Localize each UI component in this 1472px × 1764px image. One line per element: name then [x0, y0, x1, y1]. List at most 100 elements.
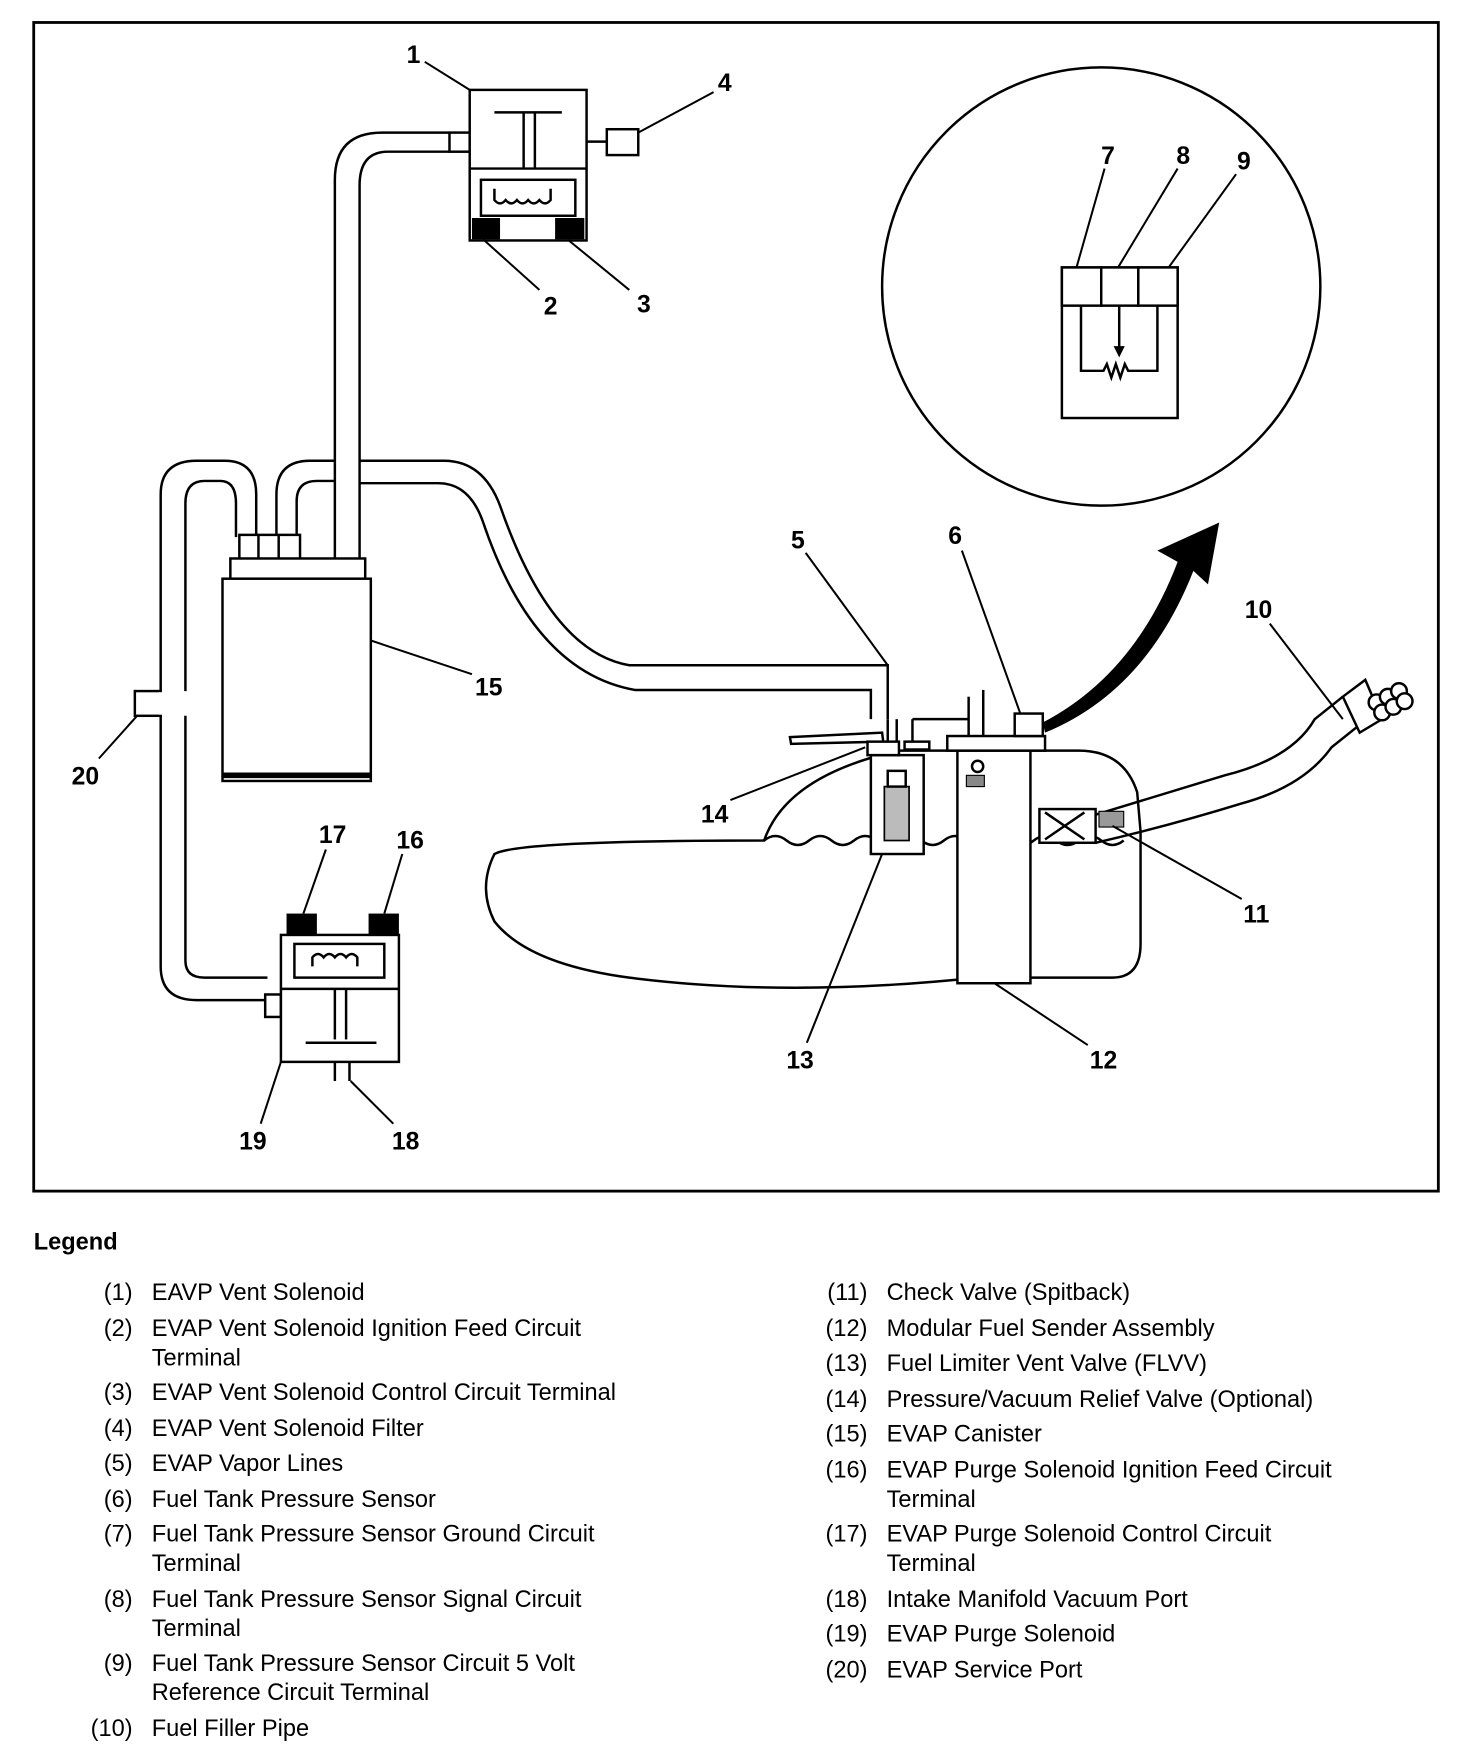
legend-item-text: Fuel Tank Pressure Sensor Ground Circuit… [152, 1520, 595, 1578]
legend-title: Legend [33, 1229, 118, 1256]
diagram-frame [32, 21, 1440, 1193]
filler-cap [1367, 681, 1414, 722]
legend-item-line: Fuel Tank Pressure Sensor [151, 1486, 436, 1512]
legend-item-text: EVAP Purge Solenoid [887, 1620, 1116, 1649]
legend-item-text: Fuel Tank Pressure Sensor Signal Circuit… [152, 1585, 582, 1643]
legend-item-line: Terminal [151, 1615, 241, 1642]
legend-item: (1) EAVP Vent Solenoid [79, 1279, 616, 1308]
callout-1: 1 [407, 42, 421, 69]
legend-item-number: (17) [825, 1521, 868, 1548]
legend-item-number: (1) [103, 1279, 133, 1306]
callout-2: 2 [544, 294, 558, 321]
legend-item-text: Fuel Tank Pressure Sensor Circuit 5 Volt… [152, 1650, 575, 1708]
legend-item-text: EVAP Vent Solenoid Filter [152, 1414, 424, 1443]
legend-item-number: (16) [825, 1456, 868, 1483]
legend-item: (10) Fuel Filler Pipe [79, 1714, 616, 1743]
legend-item-text: EVAP Service Port [887, 1656, 1083, 1685]
legend-item-line: Pressure/Vacuum Relief Valve (Optional) [886, 1386, 1314, 1412]
legend-item-line: Fuel Limiter Vent Valve (FLVV) [886, 1350, 1208, 1377]
legend-item-line: EVAP Vent Solenoid Ignition Feed Circuit [151, 1315, 582, 1342]
service-port [133, 689, 268, 1002]
legend-item-line: Check Valve (Spitback) [886, 1279, 1131, 1306]
legend-item: (18)Intake Manifold Vacuum Port [814, 1585, 1332, 1614]
legend-left-column: (1) EAVP Vent Solenoid (2) EVAP Vent Soleno… [79, 1279, 616, 1750]
legend-item-text: EVAP Vent Solenoid Ignition Feed Circuit… [152, 1314, 581, 1372]
legend-item-number: (10) [90, 1715, 133, 1742]
vent-terminal-ignition [471, 217, 501, 240]
callout-18: 18 [392, 1129, 420, 1156]
fuel-filler-pipe [1038, 677, 1414, 845]
purge-solenoid [263, 913, 401, 1081]
callout-13: 13 [786, 1048, 814, 1075]
fuel-limiter-vent-valve [869, 719, 925, 856]
legend-item-line: Intake Manifold Vacuum Port [886, 1586, 1188, 1612]
legend-item-number: (6) [103, 1486, 133, 1512]
legend-item-text: Modular Fuel Sender Assembly [887, 1314, 1215, 1343]
vent-filter [605, 127, 640, 157]
callout-7: 7 [1101, 143, 1115, 170]
legend-item: (14)Pressure/Vacuum Relief Valve (Option… [814, 1385, 1332, 1414]
legend-item-text: EAVP Vent Solenoid [152, 1279, 365, 1308]
legend-item-text: EVAP Purge Solenoid Ignition Feed Circui… [887, 1456, 1332, 1514]
legend-item-line: Fuel Filler Pipe [151, 1715, 310, 1742]
legend-item-text: Fuel Limiter Vent Valve (FLVV) [887, 1350, 1207, 1379]
legend-item: (3)EVAP Vent Solenoid Control Circuit Te… [79, 1379, 616, 1408]
callout-6: 6 [948, 523, 962, 550]
callout-17: 17 [319, 822, 347, 849]
callout-5: 5 [791, 527, 805, 554]
legend-item-line: EVAP Purge Solenoid [886, 1621, 1116, 1648]
legend-item-text: EVAP Canister [887, 1420, 1042, 1449]
relief-valve [788, 731, 931, 757]
callout-14: 14 [701, 802, 729, 829]
legend-item: (6) Fuel Tank Pressure Sensor [79, 1485, 616, 1514]
legend-item-number: (11) [827, 1279, 868, 1306]
callout-4: 4 [718, 70, 732, 97]
callout-12: 12 [1090, 1048, 1118, 1075]
callout-15: 15 [475, 675, 503, 702]
legend-item: (20) EVAP Service Port [814, 1656, 1332, 1685]
evap-canister [159, 459, 889, 783]
legend-item: (5)EVAP Vapor Lines [79, 1450, 616, 1479]
legend-item: (12) Modular Fuel Sender Assembly [814, 1314, 1332, 1343]
callout-19: 19 [239, 1129, 266, 1156]
legend-item: (13) Fuel Limiter Vent Valve (FLVV) [814, 1350, 1332, 1379]
pressure-sensor-detail [880, 66, 1322, 507]
legend-item: (9)Fuel Tank Pressure Sensor Circuit 5 V… [79, 1650, 616, 1708]
legend-item-number: (20) [825, 1656, 868, 1683]
legend-item: (15)EVAP Canister [814, 1420, 1332, 1449]
fuel-tank [484, 749, 1142, 989]
legend-item-line: Reference Circuit Terminal [151, 1679, 430, 1706]
legend-item: (8) Fuel Tank Pressure Sensor Signal Circ… [79, 1585, 616, 1643]
legend-item-text: Fuel Filler Pipe [152, 1714, 309, 1743]
legend-item-text: Pressure/Vacuum Relief Valve (Optional) [887, 1385, 1314, 1414]
callout-3: 3 [637, 291, 651, 318]
fuel-sender-assembly [911, 689, 1047, 985]
legend-item: (7)Fuel Tank Pressure Sensor Ground Circ… [79, 1520, 616, 1578]
zoom-arrow [1042, 522, 1220, 733]
legend-item-line: EVAP Service Port [886, 1656, 1083, 1683]
legend-right-column: (11) Check Valve (Spitback) (12) Modular Fu… [814, 1279, 1332, 1691]
legend-item-line: EVAP Vapor Lines [151, 1450, 344, 1477]
legend-item-number: (13) [825, 1350, 868, 1377]
callout-8: 8 [1176, 143, 1190, 170]
callout-10: 10 [1245, 597, 1273, 624]
callout-20: 20 [72, 763, 100, 790]
callout-11: 11 [1243, 902, 1269, 929]
legend-item-number: (12) [825, 1315, 868, 1342]
vent-hose [333, 131, 450, 574]
purge-terminal-ignition [368, 913, 399, 937]
legend-item-line: Terminal [151, 1344, 241, 1371]
legend-item: (19)EVAP Purge Solenoid [814, 1620, 1332, 1649]
callout-16: 16 [396, 827, 424, 854]
leader-lines [98, 60, 1344, 1125]
legend-item: (4)EVAP Vent Solenoid Filter [79, 1414, 616, 1443]
legend-item-line: Fuel Tank Pressure Sensor Ground Circuit [151, 1521, 595, 1548]
legend-item: (11) Check Valve (Spitback) [814, 1279, 1332, 1308]
legend-item-number: (8) [103, 1586, 133, 1612]
vent-solenoid [448, 88, 640, 242]
purge-terminal-control [286, 913, 317, 937]
legend-item-number: (2) [103, 1315, 133, 1342]
legend-item-text: EVAP Vapor Lines [152, 1450, 344, 1479]
